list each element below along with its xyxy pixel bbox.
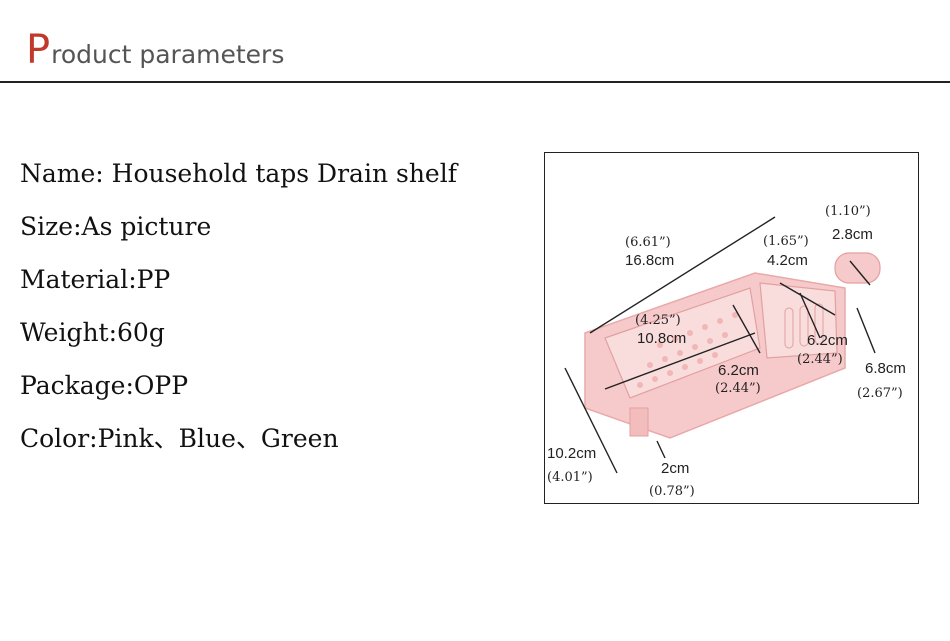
- label-inner-length-in: (4.25”): [635, 313, 681, 328]
- label-leg-in: (0.78”): [649, 484, 695, 499]
- label-large-depth-cm: 6.2cm: [718, 362, 759, 379]
- dim-line-length: [589, 216, 776, 334]
- label-small-depth-in: (2.44”): [797, 352, 843, 367]
- label-hook-in: (1.10”): [825, 204, 871, 219]
- spec-size: Size:As picture: [20, 212, 212, 241]
- dim-line-small-depth: [799, 292, 821, 339]
- dim-line-large-depth: [732, 304, 761, 354]
- label-large-depth-in: (2.44”): [715, 381, 761, 396]
- label-leg-cm: 2cm: [661, 460, 689, 477]
- label-right-height-cm: 6.8cm: [865, 360, 906, 377]
- dim-line-right-height: [856, 307, 876, 354]
- dim-line-hook: [849, 260, 871, 286]
- label-small-width-in: (1.65”): [763, 234, 809, 249]
- section-header: P roduct parameters: [26, 30, 284, 74]
- spec-name: Name: Household taps Drain shelf: [20, 159, 457, 188]
- label-length-cm: 16.8cm: [625, 252, 674, 269]
- label-small-depth-cm: 6.2cm: [807, 332, 848, 349]
- label-small-width-cm: 4.2cm: [767, 252, 808, 269]
- product-illustration: (6.61”) 16.8cm (4.25”) 10.8cm (1.65”) 4.…: [547, 204, 906, 499]
- title-initial: P: [26, 27, 51, 73]
- drain-shelf-image: [584, 252, 881, 439]
- dim-line-small-width: [779, 282, 836, 316]
- title-text: roduct parameters: [51, 40, 285, 69]
- spec-package: Package:OPP: [20, 371, 189, 400]
- spec-material: Material:PP: [20, 265, 171, 294]
- dim-line-inner: [604, 332, 756, 390]
- label-hook-cm: 2.8cm: [832, 226, 873, 243]
- label-height-in: (4.01”): [547, 470, 593, 485]
- label-inner-length-cm: 10.8cm: [637, 330, 686, 347]
- label-right-height-in: (2.67”): [857, 386, 903, 401]
- label-length-in: (6.61”): [625, 235, 671, 250]
- label-height-cm: 10.2cm: [547, 445, 596, 462]
- dim-line-leg: [656, 440, 666, 459]
- spec-color: Color:Pink、Blue、Green: [20, 424, 339, 453]
- header-divider: [0, 81, 950, 83]
- dim-line-height: [564, 367, 618, 474]
- spec-weight: Weight:60g: [20, 318, 165, 347]
- spec-list: Name: Household taps Drain shelf Size:As…: [20, 154, 457, 472]
- product-diagram: (6.61”) 16.8cm (4.25”) 10.8cm (1.65”) 4.…: [544, 152, 919, 504]
